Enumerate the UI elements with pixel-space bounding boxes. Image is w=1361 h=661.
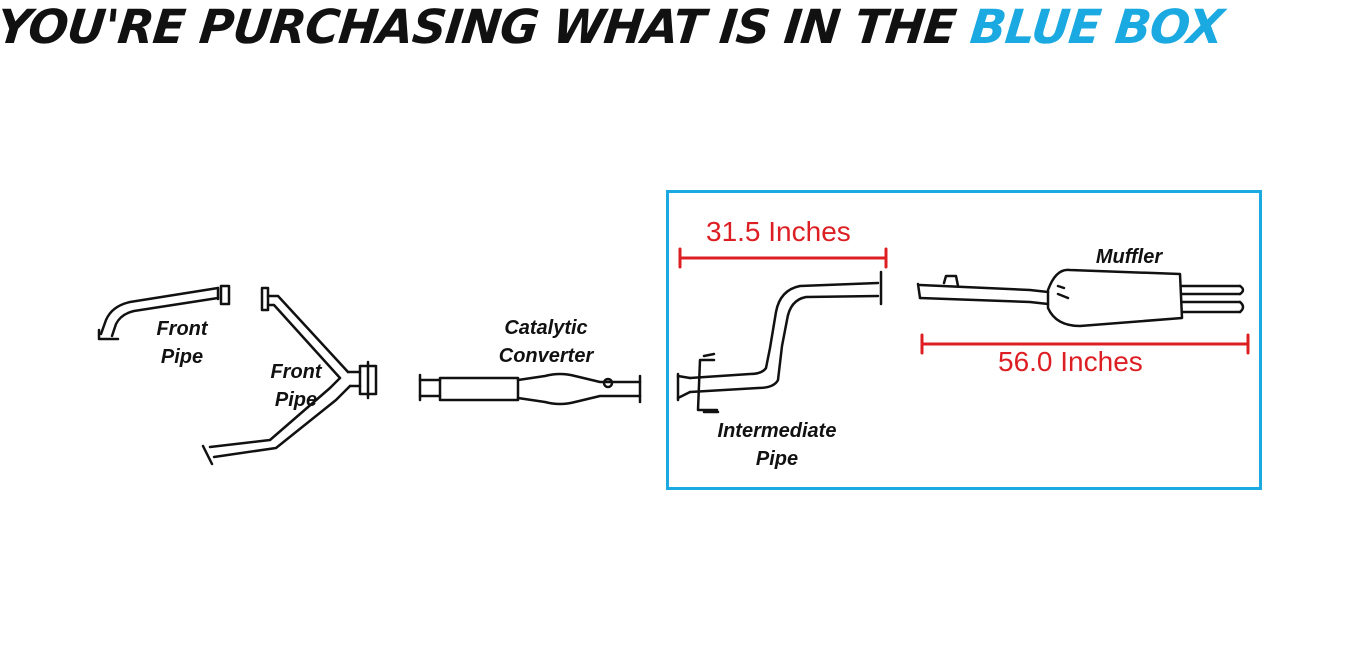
label-line: Catalytic (504, 317, 588, 339)
label-line: Pipe (755, 448, 799, 470)
label-line: Front (156, 318, 208, 340)
front-pipe-1-label: Front Pipe (144, 315, 220, 371)
intermediate-pipe-label: Intermediate Pipe (700, 417, 854, 473)
dimension-56-0-label: 56.0 Inches (998, 346, 1143, 377)
dimension-31-5-line (678, 247, 888, 269)
catalytic-converter-drawing (418, 372, 642, 406)
intermediate-pipe-drawing (676, 270, 883, 414)
label-line: Front (270, 361, 322, 383)
label-line: Pipe (160, 346, 204, 368)
dimension-31-5-label: 31.5 Inches (706, 216, 851, 247)
front-pipe-2-label: Front Pipe (258, 358, 334, 414)
catalytic-converter-label: Catalytic Converter (478, 314, 614, 370)
dimension-56-0-line (920, 333, 1250, 355)
label-line: Converter (498, 345, 594, 367)
blue-box-highlight (666, 190, 1262, 490)
label-line: Intermediate (717, 420, 837, 442)
muffler-label: Muffler (1095, 246, 1163, 268)
front-pipe-2-drawing (201, 286, 378, 466)
muffler-drawing (916, 268, 1245, 328)
front-pipe-1-drawing (97, 284, 231, 341)
label-line: Pipe (274, 389, 318, 411)
